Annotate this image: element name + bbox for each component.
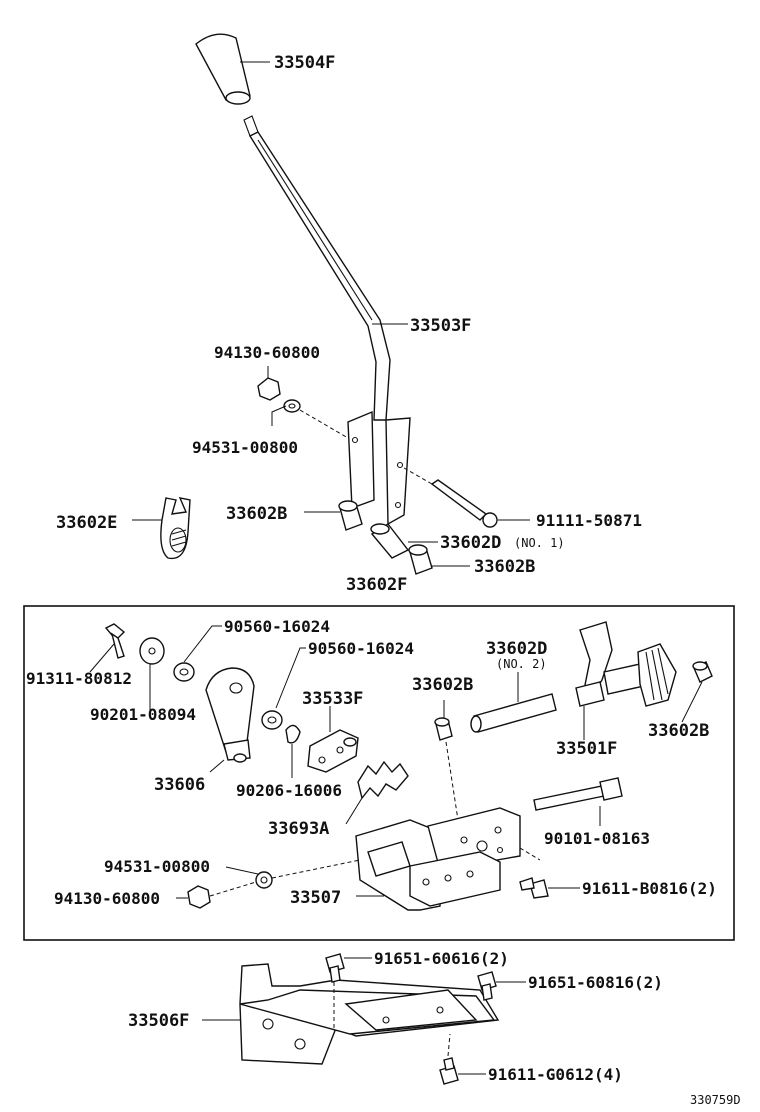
- bolt-g0612: [439, 1057, 459, 1085]
- label-bushing-inner: 33602B: [412, 675, 473, 695]
- label-small-bracket: 33533F: [302, 689, 363, 709]
- label-mid-bolt: 90101-08163: [544, 829, 650, 848]
- label-lever: 33503F: [410, 316, 471, 336]
- label-arm: 33606: [154, 775, 205, 795]
- shift-lever: [243, 115, 391, 421]
- small-bracket: [307, 729, 359, 773]
- hex-nut-top: [257, 377, 281, 401]
- bushing-left: [338, 500, 363, 531]
- bolt-60816: [477, 971, 497, 1001]
- hex-nut-bottom: [187, 885, 211, 909]
- shift-housing: [355, 807, 541, 911]
- long-bolt: [430, 479, 498, 528]
- bushing-inner: [434, 717, 453, 741]
- label-bushing-end: 33602B: [648, 721, 709, 741]
- label-spring-washer: 90206-16006: [236, 781, 342, 800]
- label-clip: 33602E: [56, 513, 117, 533]
- label-long-bolt: 91111-50871: [536, 511, 642, 530]
- small-bolt: [104, 623, 126, 659]
- label-housing: 33507: [290, 888, 341, 908]
- spring-washer: [285, 724, 301, 744]
- bolt-60616: [325, 953, 345, 983]
- washer-b: [261, 710, 283, 730]
- label-nut-top: 94130-60800: [214, 343, 320, 362]
- base-bracket: [239, 963, 500, 1065]
- washer-top: [283, 399, 301, 413]
- label-pin-no2-note: (NO. 2): [496, 657, 547, 671]
- assembly-frame: [23, 605, 735, 941]
- diagram-code: 330759D: [690, 1093, 741, 1107]
- label-bolt-g0612: 91611-G0612(4): [488, 1065, 623, 1084]
- label-assembly: 33602F: [346, 575, 407, 595]
- label-bolt-60816: 91651-60816(2): [528, 973, 663, 992]
- label-pin-no2: 33602D: [486, 639, 547, 659]
- label-pin-no1: 33602D: [440, 533, 501, 553]
- notched-plate: [357, 760, 409, 800]
- label-washer-bottom: 94531-00800: [104, 857, 210, 876]
- bolt-b0816: [519, 877, 549, 899]
- label-knob: 33504F: [274, 53, 335, 73]
- select-arm: [205, 667, 255, 763]
- mid-bolt: [533, 777, 623, 811]
- label-notched-plate: 33693A: [268, 819, 329, 839]
- retainer-clip: [160, 497, 191, 560]
- washer-bottom: [255, 871, 273, 889]
- washer-a: [173, 662, 195, 682]
- label-bolt-b0816: 91611-B0816(2): [582, 879, 717, 898]
- shift-knob: [195, 33, 251, 105]
- pin-no2: [470, 693, 557, 733]
- bushing-right: [408, 544, 433, 575]
- label-pin-no1-note: (NO. 1): [514, 536, 565, 550]
- label-washer-b: 90560-16024: [308, 639, 414, 658]
- lever-bracket: [347, 410, 411, 526]
- label-bushing-left: 33602B: [226, 504, 287, 524]
- pin-no1: [370, 523, 410, 559]
- label-shaft-gear: 33501F: [556, 739, 617, 759]
- label-bolt-60616: 91651-60616(2): [374, 949, 509, 968]
- plate-washer: [139, 637, 165, 665]
- label-nut-bottom: 94130-60800: [54, 889, 160, 908]
- bushing-end: [692, 661, 713, 683]
- label-small-bolt: 91311-80812: [26, 669, 132, 688]
- shaft-gear: [575, 621, 677, 707]
- label-plate-washer: 90201-08094: [90, 705, 196, 724]
- label-washer-a: 90560-16024: [224, 617, 330, 636]
- label-washer-top: 94531-00800: [192, 438, 298, 457]
- label-base: 33506F: [128, 1011, 189, 1031]
- label-bushing-right: 33602B: [474, 557, 535, 577]
